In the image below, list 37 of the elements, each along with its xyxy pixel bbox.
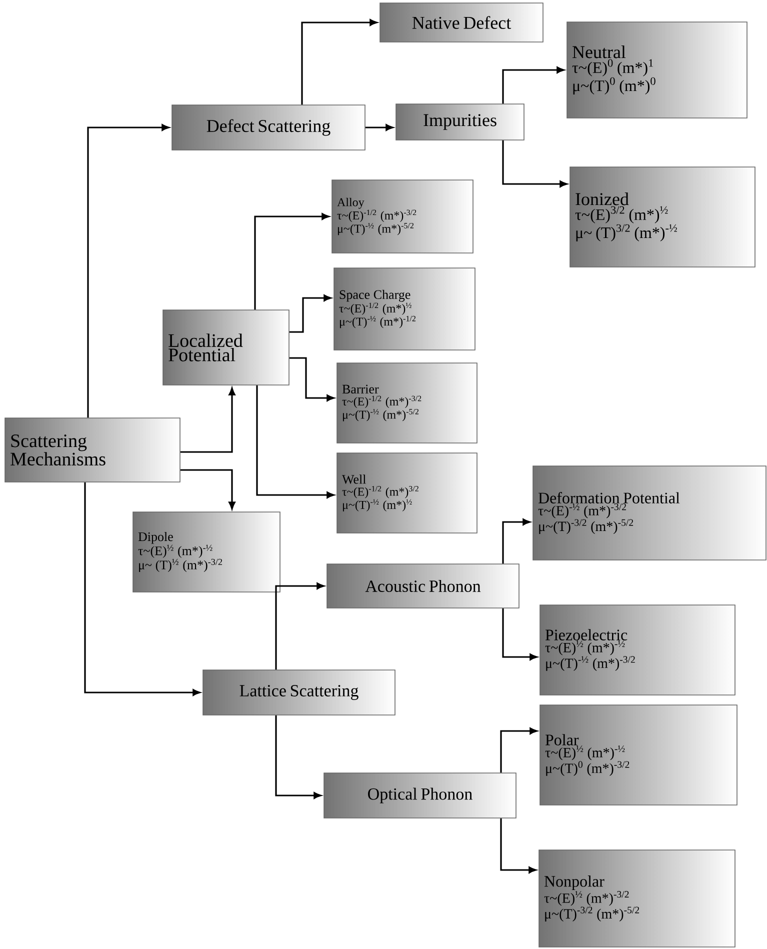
arrow bbox=[180, 388, 236, 453]
arrow bbox=[502, 608, 538, 660]
formula-box: Deformation Potential τ~(E)$^{-½}$ (m*)$^{-3/2}$ μ~(T)$^{-3/2}$ (m*)$^{-5/2}$ bbox=[532, 466, 766, 560]
arrow bbox=[502, 66, 564, 104]
formula-box: Space Charge τ~(E)$^{-1/2}$ (m*)$^{½}$ μ~(T)$^{-½}$ (m*)$^{-1/2}$ bbox=[334, 268, 476, 350]
process-box: Native Defect bbox=[380, 2, 544, 42]
formula-box: Polar τ~(E)$^{½}$ (m*)$^{-½}$ μ~(T)$^{0}$ (m*)$^{-3/2}$ bbox=[540, 704, 738, 806]
formula-box: Alloy τ~(E)$^{-1/2}$ (m*)$^{-3/2}$ μ~(T)$^{-½}$ (m*)$^{-5/2}$ bbox=[332, 180, 474, 254]
formula-box: Barrier τ~(E)$^{-1/2}$ (m*)$^{-3/2}$ μ~(T)$^{-½}$ (m*)$^{-5/2}$ bbox=[336, 362, 478, 444]
process-box: Scattering Mechanisms bbox=[4, 418, 180, 482]
formula-box: Piezoelectric τ~(E)$^{½}$ (m*)$^{-½}$ μ~(T)$^{-½}$ (m*)$^{-3/2}$ bbox=[540, 604, 736, 696]
process-box: Defect Scattering bbox=[172, 104, 366, 150]
arrow bbox=[500, 818, 536, 874]
formula-box: Neutral τ~(E)$^{0}$ (m*)$^{1}$ μ~(T)$^{0}$ (m*)$^{0}$ bbox=[566, 22, 748, 118]
arrow bbox=[500, 728, 538, 773]
formula-box: Dipole τ~(E)$^{½}$ (m*)$^{-½}$ μ~ (T)$^{½}$ (m*)$^{-3/2}$ bbox=[132, 512, 280, 592]
process-box: Acoustic Phonon bbox=[326, 564, 520, 608]
arrow bbox=[275, 582, 324, 670]
arrow bbox=[502, 140, 568, 188]
arrow bbox=[180, 469, 236, 510]
process-box: Localized Potential bbox=[162, 310, 290, 386]
process-box: Optical Phonon bbox=[324, 772, 516, 818]
formula-box: Ionized τ~(E)$^{3/2}$ (m*)$^{½}$ μ~ (T)$^{3/2}$ (m*)$^{-½}$ bbox=[570, 166, 756, 268]
arrow bbox=[84, 482, 200, 696]
arrow bbox=[301, 19, 378, 105]
formula-box: Nonpolar τ~(E)$^{½}$ (m*)$^{-3/2}$ μ~(T)$^{-3/2}$ (m*)$^{-5/2}$ bbox=[538, 850, 736, 948]
formula-box: Well τ~(E)$^{-1/2}$ (m*)$^{3/2}$ μ~(T)$^{-½}$ (m*)$^{½}$ bbox=[336, 452, 478, 534]
arrow bbox=[254, 213, 330, 310]
arrow bbox=[275, 715, 322, 799]
arrow bbox=[256, 385, 334, 498]
arrow bbox=[289, 357, 334, 402]
process-box: Lattice Scattering bbox=[202, 670, 396, 716]
arrow bbox=[502, 518, 530, 564]
arrow bbox=[289, 294, 332, 333]
arrow bbox=[87, 124, 170, 418]
arrow bbox=[365, 124, 394, 131]
process-box: Impurities bbox=[396, 104, 524, 140]
